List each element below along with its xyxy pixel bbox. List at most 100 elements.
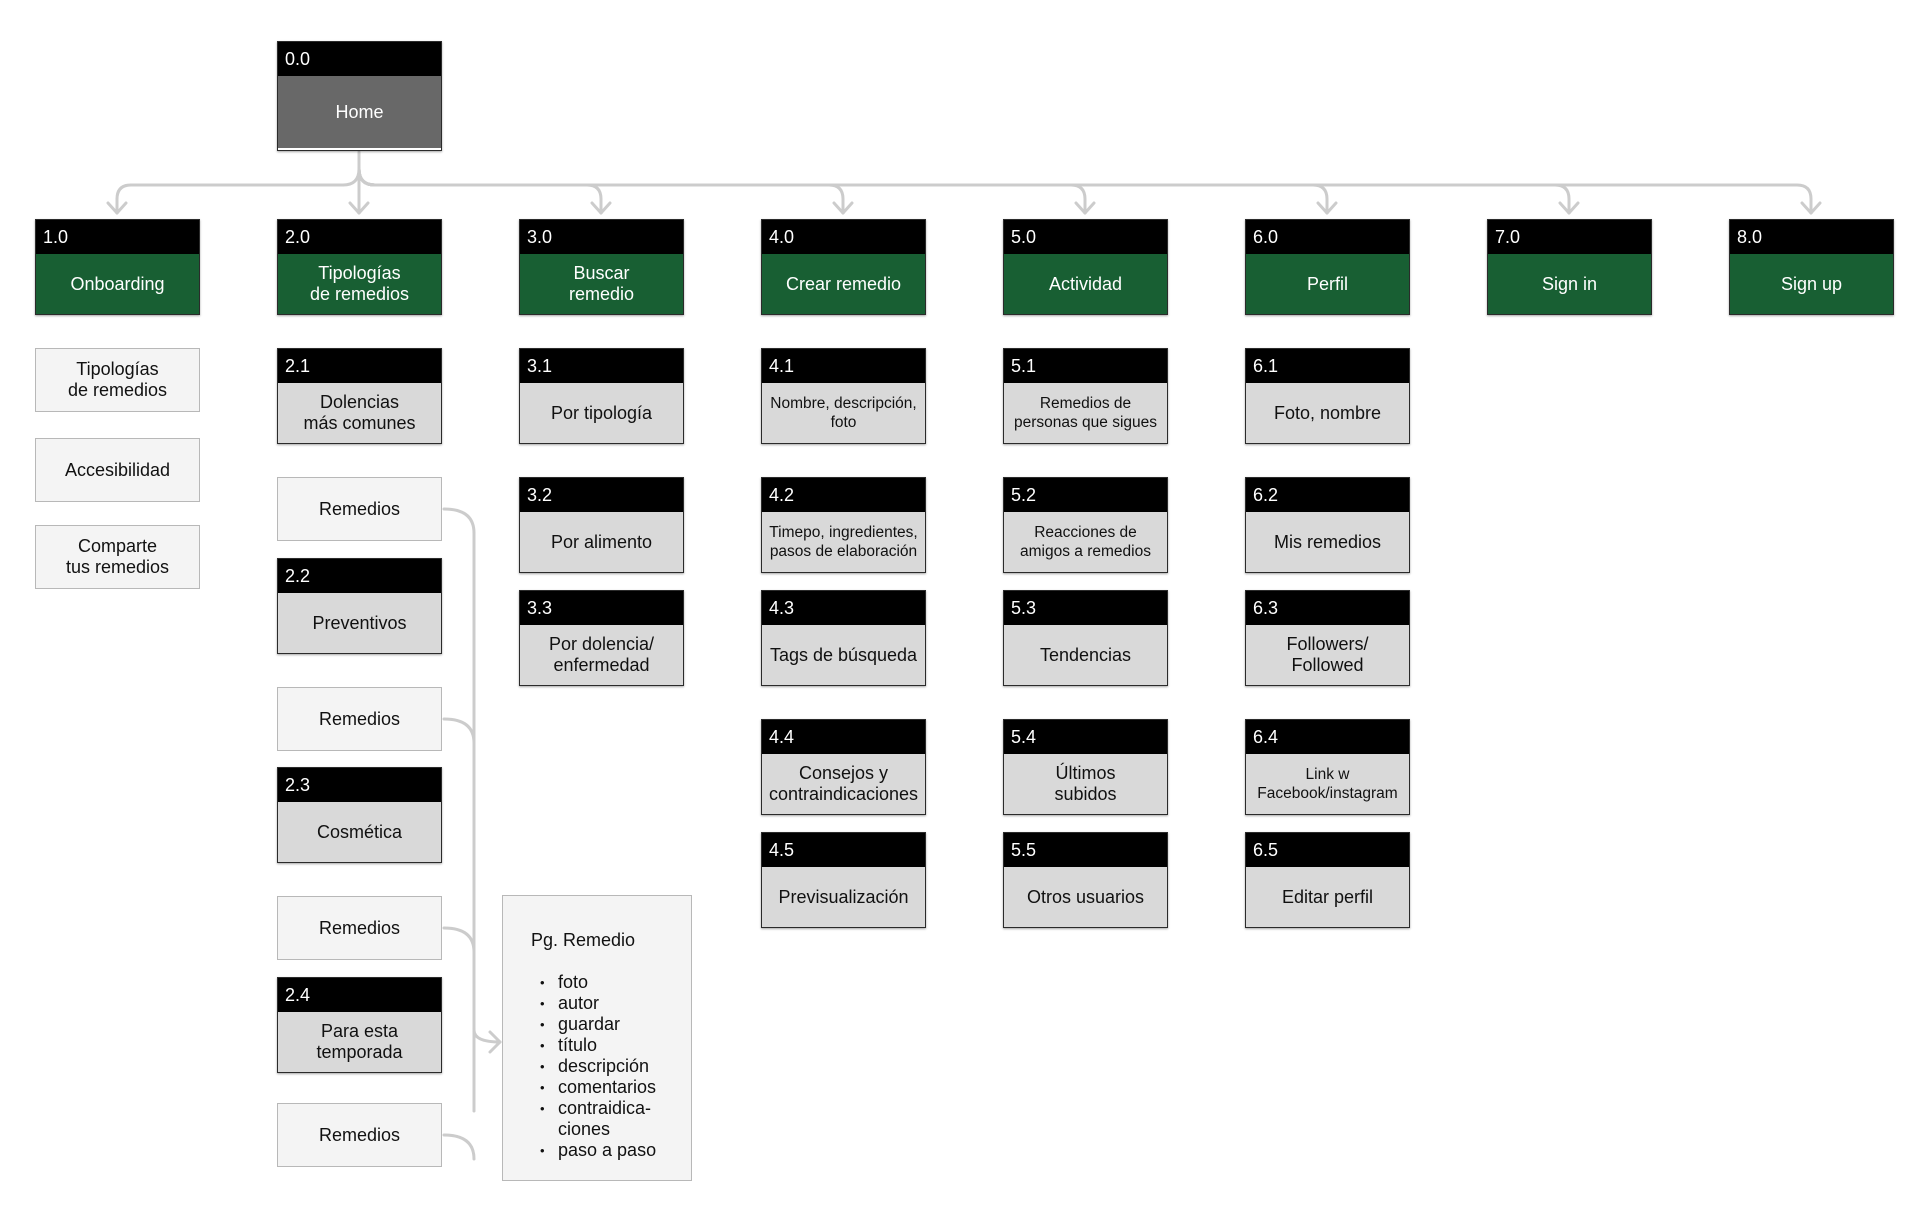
node-id: 5.0 [1004, 220, 1167, 254]
node-8-0: 8.0 Sign up [1729, 219, 1894, 315]
node-id: 4.2 [762, 478, 925, 512]
arrow-head [1316, 201, 1338, 215]
node-0-0: 0.0 Home [277, 41, 442, 151]
node-6-0: 6.0 Perfil [1245, 219, 1410, 315]
node-6-2: 6.2 Mis remedios [1245, 477, 1410, 573]
node-id: 2.4 [278, 978, 441, 1012]
node-6-1: 6.1 Foto, nombre [1245, 348, 1410, 444]
node-id: 8.0 [1730, 220, 1893, 254]
node-6-4: 6.4 Link w Facebook/instagram [1245, 719, 1410, 815]
node-2-1: 2.1 Dolencias más comunes [277, 348, 442, 444]
node-id: 1.0 [36, 220, 199, 254]
detail-list: foto autor guardar título descripción co… [531, 972, 691, 1161]
node-6-3: 6.3 Followers/ Followed [1245, 590, 1410, 686]
branch-line [357, 167, 603, 215]
node-id: 7.0 [1488, 220, 1651, 254]
node-id: 4.1 [762, 349, 925, 383]
node-id: 2.2 [278, 559, 441, 593]
node-label: Dolencias más comunes [278, 383, 441, 443]
node-label: Crear remedio [762, 254, 925, 314]
detail-item: comentarios [531, 1077, 691, 1098]
arrow-head [488, 1030, 502, 1054]
node-4-3: 4.3 Tags de búsqueda [761, 590, 926, 686]
node-id: 6.1 [1246, 349, 1409, 383]
node-label: Sign in [1488, 254, 1651, 314]
node-6-5: 6.5 Editar perfil [1245, 832, 1410, 928]
arrow-head [106, 201, 128, 215]
detail-item: autor [531, 993, 691, 1014]
detail-item: descripción [531, 1056, 691, 1077]
node-id: 5.3 [1004, 591, 1167, 625]
node-id: 6.4 [1246, 720, 1409, 754]
node-label: Timepo, ingredientes, pasos de elaboraci… [762, 512, 925, 572]
detail-title: Pg. Remedio [531, 930, 636, 950]
onboarding-item: Comparte tus remedios [35, 525, 200, 589]
node-label: Actividad [1004, 254, 1167, 314]
node-id: 6.2 [1246, 478, 1409, 512]
node-label: Tendencias [1004, 625, 1167, 685]
detail-item: guardar [531, 1014, 691, 1035]
arrow-head [1074, 201, 1096, 215]
node-3-0: 3.0 Buscar remedio [519, 219, 684, 315]
node-label: Para esta temporada [278, 1012, 441, 1072]
node-5-2: 5.2 Reacciones de amigos a remedios [1003, 477, 1168, 573]
arrow-head [832, 201, 854, 215]
node-3-3: 3.3 Por dolencia/ enfermedad [519, 590, 684, 686]
node-label: Buscar remedio [520, 254, 683, 314]
node-id: 4.0 [762, 220, 925, 254]
node-2-2: 2.2 Preventivos [277, 558, 442, 654]
branch-line [357, 167, 1571, 215]
remedios-link-line [442, 507, 476, 535]
node-label: Por dolencia/ enfermedad [520, 625, 683, 685]
node-4-5: 4.5 Previsualización [761, 832, 926, 928]
node-label: Mis remedios [1246, 512, 1409, 572]
node-5-5: 5.5 Otros usuarios [1003, 832, 1168, 928]
remedio-page-detail: Pg. Remedio foto autor guardar título de… [502, 895, 692, 1181]
node-label: Otros usuarios [1004, 867, 1167, 927]
remedios-link-line [442, 1133, 476, 1161]
branch-line [115, 167, 361, 215]
node-id: 4.5 [762, 833, 925, 867]
node-label: Remedios de personas que sigues [1004, 383, 1167, 443]
node-id: 2.1 [278, 349, 441, 383]
node-label: Por tipología [520, 383, 683, 443]
node-label: Followers/ Followed [1246, 625, 1409, 685]
arrow-head [348, 201, 370, 215]
node-4-1: 4.1 Nombre, descripción, foto [761, 348, 926, 444]
node-3-2: 3.2 Por alimento [519, 477, 684, 573]
remedios-box: Remedios [277, 896, 442, 960]
node-2-3: 2.3 Cosmética [277, 767, 442, 863]
node-4-4: 4.4 Consejos y contraindicaciones [761, 719, 926, 815]
onboarding-item: Accesibilidad [35, 438, 200, 502]
arrow-head [1800, 201, 1822, 215]
node-id: 5.1 [1004, 349, 1167, 383]
branch-line [357, 167, 1087, 215]
node-id: 4.4 [762, 720, 925, 754]
node-id: 6.0 [1246, 220, 1409, 254]
remedios-box: Remedios [277, 477, 442, 541]
node-label: Editar perfil [1246, 867, 1409, 927]
node-label: Reacciones de amigos a remedios [1004, 512, 1167, 572]
node-label: Tags de búsqueda [762, 625, 925, 685]
detail-item: contraidica- ciones [531, 1098, 691, 1140]
arrow-head [1558, 201, 1580, 215]
node-7-0: 7.0 Sign in [1487, 219, 1652, 315]
remedios-box: Remedios [277, 1103, 442, 1167]
node-4-2: 4.2 Timepo, ingredientes, pasos de elabo… [761, 477, 926, 573]
node-label: Cosmética [278, 802, 441, 862]
node-id: 6.3 [1246, 591, 1409, 625]
remedios-link-line [472, 1028, 502, 1044]
node-label: Sign up [1730, 254, 1893, 314]
node-5-4: 5.4 Últimos subidos [1003, 719, 1168, 815]
node-label: Por alimento [520, 512, 683, 572]
arrow-head [590, 201, 612, 215]
node-2-4: 2.4 Para esta temporada [277, 977, 442, 1073]
detail-item: foto [531, 972, 691, 993]
detail-item: título [531, 1035, 691, 1056]
node-5-0: 5.0 Actividad [1003, 219, 1168, 315]
node-id: 5.5 [1004, 833, 1167, 867]
node-id: 0.0 [278, 42, 441, 76]
remedios-link-line [442, 717, 476, 745]
node-label: Tipologías de remedios [278, 254, 441, 314]
